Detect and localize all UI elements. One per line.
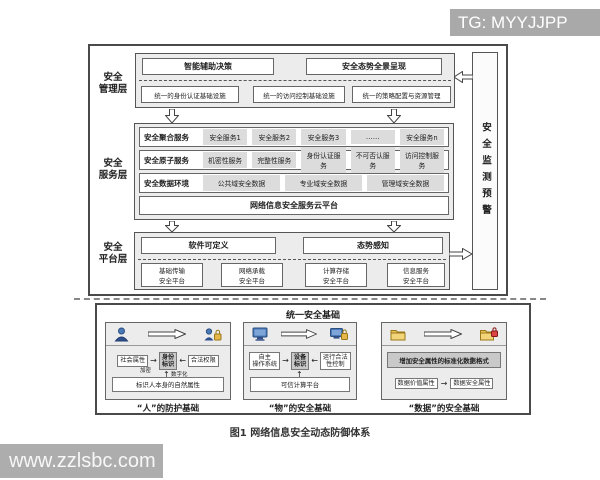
right-arrow-icon: →: [150, 356, 157, 365]
person-lock-icon: [204, 327, 222, 340]
standardized-format-box: 增加安全属性的标准化数据格式: [387, 352, 501, 368]
runtime-legality-box: 运行合法 性控制: [319, 351, 351, 371]
software-defined-box: 软件可定义: [141, 237, 276, 254]
folder-icon: [390, 329, 406, 340]
person-icon-row: [106, 323, 230, 346]
transport-platform-box: 基础传输 安全平台: [141, 263, 203, 287]
identity-id-box: 身份 标识: [158, 351, 178, 371]
person-icon: [114, 327, 129, 341]
service-chip: 专业域安全数据: [285, 175, 362, 191]
watermark-bottom-left: www.zzlsbc.com: [0, 444, 163, 478]
layer-label-service: 安全 服务层: [98, 158, 128, 182]
service-chip: 管理域安全数据: [367, 175, 444, 191]
computer-lock-icon: [330, 328, 348, 340]
person-panel-caption: “人”的防护基础: [136, 404, 200, 414]
data-icon-row: [382, 323, 506, 346]
digitize-label: 数字化: [171, 372, 188, 378]
service-chip: 机密性服务: [203, 152, 248, 168]
situation-box: 安全态势全景呈现: [306, 58, 442, 75]
down-arrow-icon: [165, 221, 179, 232]
aggregate-row-label: 安全聚合服务: [144, 132, 189, 142]
down-arrow-icon: [387, 109, 401, 123]
device-foundation-panel: 自主 操作系统 → 设备 标识 ← 运行合法 性控制 ↑ 可信计算平台: [243, 322, 357, 400]
left-arrow-icon: ←: [311, 356, 318, 365]
decision-box: 智能辅助决策: [142, 58, 274, 75]
autonomous-os-box: 自主 操作系统: [249, 351, 281, 371]
data-foundation-panel: 增加安全属性的标准化数据格式 ↑ 数据价值属性 → 数据安全属性: [381, 322, 507, 400]
big-right-arrow-icon: [424, 329, 462, 339]
left-arrow-icon: [454, 71, 473, 83]
up-arrow-icon: ↑: [163, 369, 170, 379]
atomic-row-label: 安全原子服务: [144, 155, 189, 165]
service-chip-ellipsis: ……: [350, 130, 395, 144]
foundation-title: 统一安全基础: [285, 311, 340, 321]
layer-label-management: 安全 管理层: [98, 72, 128, 96]
service-chip: 安全服务2: [252, 129, 297, 145]
network-platform-box: 网络承载 安全平台: [221, 263, 283, 287]
data-env-row-label: 安全数据环境: [144, 178, 189, 188]
platform-dashed-divider: [138, 259, 446, 260]
info-service-platform-box: 信息服务 安全平台: [387, 263, 445, 287]
management-layer-box: 智能辅助决策 安全态势全景呈现 统一的身份认证基础设施 统一的访问控制基础设施 …: [135, 53, 455, 108]
atomic-service-row: 安全原子服务 机密性服务 完整性服务 身份认证服务 不可否认服务 访问控制服务: [139, 147, 449, 173]
service-chip: 安全服务n: [399, 129, 445, 145]
service-chip: 完整性服务: [252, 152, 297, 168]
right-arrow-icon: →: [282, 356, 289, 365]
social-attr-box: 社会属性: [117, 355, 149, 367]
situation-awareness-box: 态势感知: [303, 237, 443, 254]
up-arrow-icon: ↑: [468, 356, 476, 365]
service-chip: 身份认证服务: [301, 147, 346, 173]
cloud-platform-bar: 网络信息安全服务云平台: [139, 196, 449, 215]
right-arrow-icon: [449, 248, 473, 260]
management-dashed-divider: [139, 80, 451, 81]
big-right-arrow-icon: [147, 329, 186, 339]
identity-infra-box: 统一的身份认证基础设施: [141, 86, 239, 103]
device-panel-caption: “物”的安全基础: [268, 404, 332, 414]
legal-permission-box: 合法权限: [187, 355, 219, 367]
security-monitor-warning-bar: 安全监测预警: [472, 52, 498, 290]
aggregate-service-row: 安全聚合服务 安全服务1 安全服务2 安全服务3 …… 安全服务n: [139, 127, 449, 147]
right-arrow-icon: →: [440, 378, 448, 388]
policy-infra-box: 统一的策略配置与资源管理: [352, 86, 451, 103]
data-mini-row: 数据价值属性 → 数据安全属性: [382, 378, 506, 390]
data-panel-caption: “数据”的安全基础: [408, 404, 480, 414]
monitor-bar-label: 安全监测预警: [480, 121, 491, 221]
compute-platform-box: 计算存储 安全平台: [305, 263, 367, 287]
watermark-top-right: TG: MYYJJPP: [450, 9, 600, 36]
down-arrow-icon: [387, 221, 401, 232]
device-icon-row: [244, 323, 356, 346]
computer-icon: [252, 327, 268, 341]
person-mini-row: 社会属性 → 身份 标识 ← 合法权限 加密 ↑ 数字化: [106, 347, 230, 379]
defense-architecture-box: 安全 管理层 安全 服务层 安全 平台层 智能辅助决策 安全态势全景呈现 统一的…: [88, 44, 508, 296]
dashed-separator: [74, 298, 546, 300]
service-chip: 公共域安全数据: [203, 175, 280, 191]
service-chip: 访问控制服务: [399, 147, 445, 173]
platform-layer-box: 软件可定义 态势感知 基础传输 安全平台 网络承载 安全平台 计算存储 安全平台…: [134, 232, 450, 290]
access-infra-box: 统一的访问控制基础设施: [253, 86, 345, 103]
person-foundation-panel: 社会属性 → 身份 标识 ← 合法权限 加密 ↑ 数字化 标识人本身的自然属性: [105, 322, 231, 400]
natural-attr-box: 标识人本身的自然属性: [112, 377, 224, 392]
layer-label-platform: 安全 平台层: [98, 242, 128, 266]
data-value-attr-box: 数据价值属性: [394, 378, 438, 390]
unified-security-foundation-box: 统一安全基础 社会属性 → 身份 标识 ←: [95, 303, 531, 415]
figure-caption: 图1 网络信息安全动态防御体系: [229, 428, 371, 439]
device-mini-row: 自主 操作系统 → 设备 标识 ← 运行合法 性控制 ↑: [244, 347, 356, 379]
service-chip: 安全服务1: [203, 129, 248, 145]
data-env-row: 安全数据环境 公共域安全数据 专业域安全数据 管理域安全数据: [139, 173, 449, 193]
folder-lock-icon: [480, 327, 498, 341]
service-layer-box: 安全聚合服务 安全服务1 安全服务2 安全服务3 …… 安全服务n 安全原子服务…: [134, 123, 454, 220]
device-id-box: 设备 标识: [290, 351, 310, 371]
big-right-arrow-icon: [281, 329, 317, 339]
up-arrow-icon: ↑: [296, 370, 303, 379]
down-arrow-icon: [165, 109, 179, 123]
trusted-computing-box: 可信计算平台: [250, 377, 350, 392]
data-security-attr-box: 数据安全属性: [450, 378, 494, 390]
encrypt-label: 加密: [140, 368, 152, 374]
service-chip: 安全服务3: [301, 129, 346, 145]
service-chip: 不可否认服务: [350, 147, 395, 173]
left-arrow-icon: ←: [179, 356, 186, 365]
